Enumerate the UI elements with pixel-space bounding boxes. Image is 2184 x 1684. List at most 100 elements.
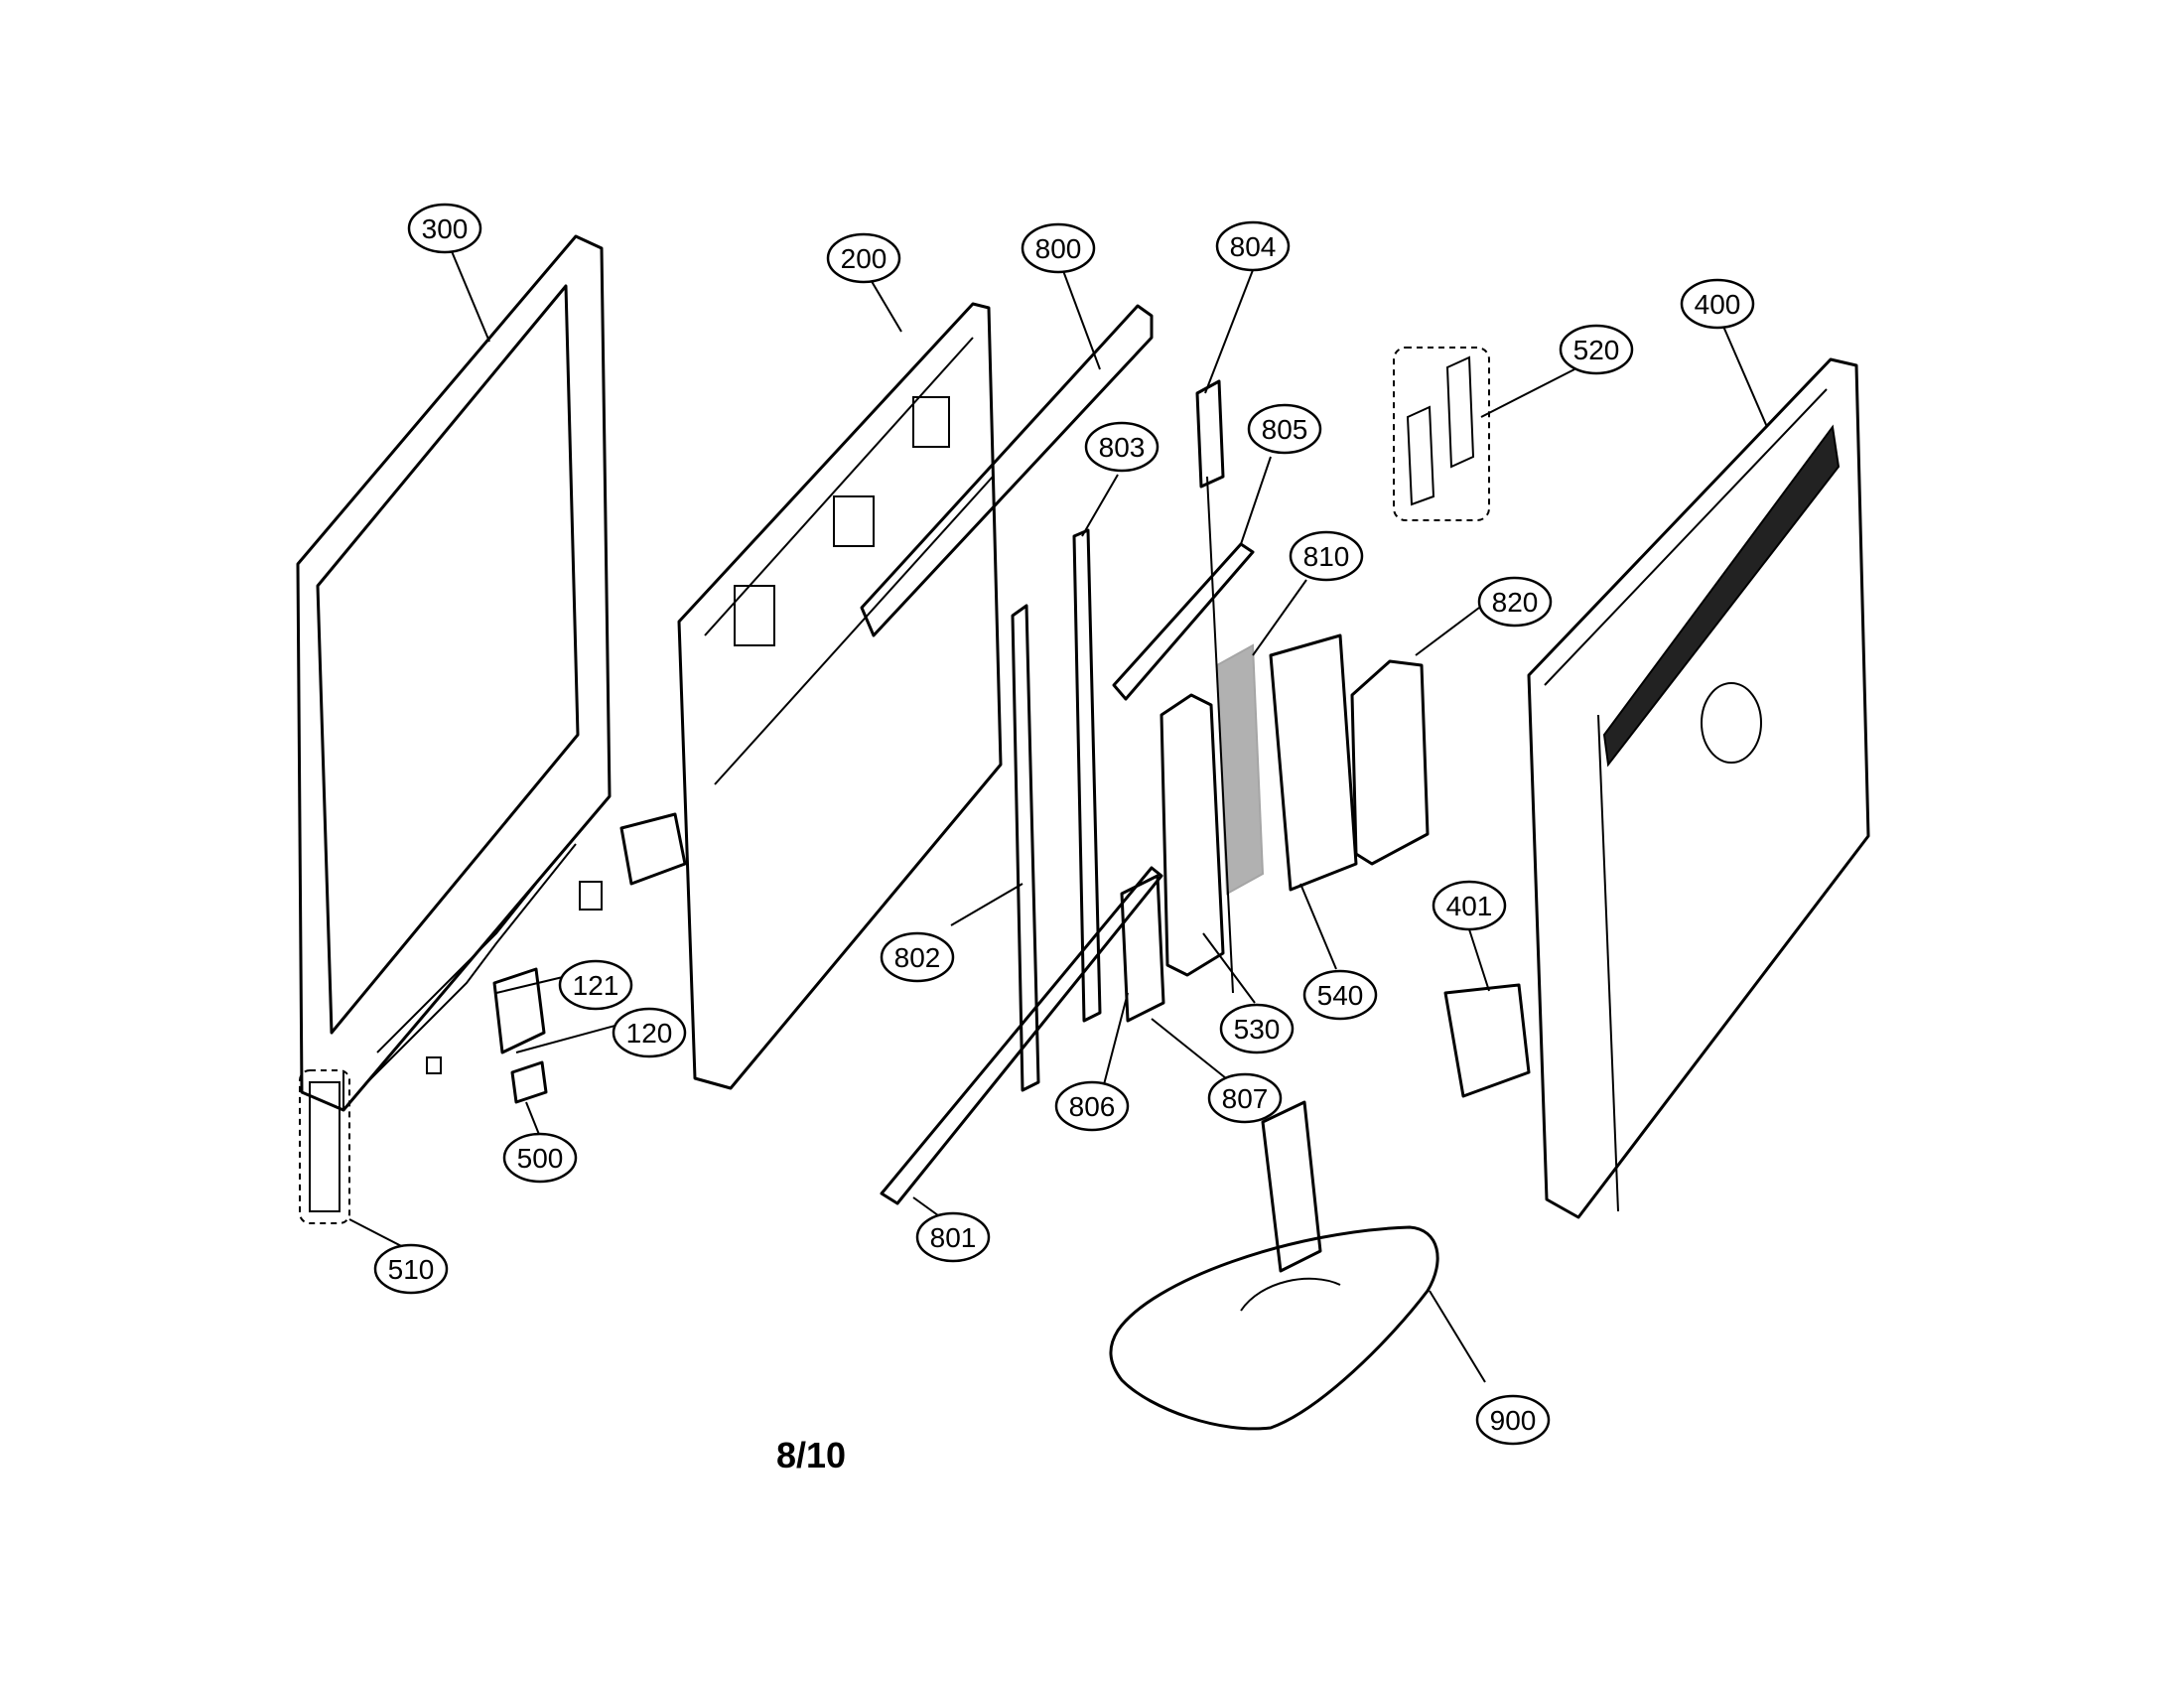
back-cover-part (1527, 357, 1870, 1219)
mount-brackets-part (1112, 379, 1255, 994)
leader-401 (1468, 928, 1490, 992)
circuit-boards-part (1160, 633, 1358, 977)
leader-807 (1151, 1018, 1232, 1083)
callout-802: 802 (880, 931, 955, 983)
page-number: 8/10 (776, 1435, 846, 1475)
callout-300: 300 (407, 203, 482, 254)
leader-520 (1480, 368, 1575, 418)
callout-120: 120 (612, 1007, 687, 1058)
stand-part (1109, 1100, 1439, 1431)
rear-shield-part (1350, 659, 1430, 866)
leader-803 (1081, 474, 1119, 537)
callout-510: 510 (373, 1243, 449, 1295)
callout-500: 500 (502, 1132, 578, 1184)
callout-number: 807 (1222, 1083, 1269, 1114)
callout-ellipse (558, 959, 633, 1011)
callout-ellipse (502, 1132, 578, 1184)
callout-labels: 300 200 800 804 520 400 803 805 810 820 401 802 530 5… (373, 203, 1755, 1446)
callout-ellipse (407, 203, 482, 254)
leader-200 (869, 277, 902, 333)
callout-number: 400 (1695, 289, 1741, 320)
callout-ellipse (826, 232, 901, 284)
leader-540 (1299, 883, 1337, 970)
callout-ellipse (1432, 880, 1507, 931)
front-bezel-part (296, 234, 612, 1112)
callout-ellipse (880, 931, 955, 983)
callout-ellipse (1054, 1080, 1130, 1132)
leader-400 (1720, 321, 1768, 428)
callout-number: 530 (1234, 1014, 1281, 1045)
leader-810 (1252, 579, 1307, 656)
top-bracket-part (860, 304, 1154, 637)
callout-801: 801 (915, 1211, 991, 1263)
callout-807: 807 (1207, 1072, 1283, 1124)
leader-lines (348, 243, 1768, 1383)
callout-ellipse (1477, 576, 1553, 628)
callout-ellipse (1289, 530, 1364, 582)
small-boards-part (1120, 874, 1165, 1023)
callout-number: 803 (1099, 432, 1146, 463)
callout-number: 802 (894, 942, 941, 973)
callout-ellipse (1084, 421, 1160, 473)
callout-number: 520 (1573, 335, 1620, 365)
callout-810: 810 (1289, 530, 1364, 582)
callout-number: 800 (1035, 233, 1082, 264)
callout-ellipse (1207, 1072, 1283, 1124)
callout-806: 806 (1054, 1080, 1130, 1132)
leader-800 (1061, 267, 1101, 370)
leader-806 (1101, 992, 1129, 1093)
cable-clip-part (1393, 347, 1490, 521)
callout-ellipse (1475, 1394, 1551, 1446)
callout-ellipse (1247, 403, 1322, 455)
callout-ellipse (1680, 278, 1755, 330)
leader-121 (495, 976, 564, 994)
lcd-panel-part (677, 302, 1003, 1090)
callout-ellipse (1021, 222, 1096, 274)
callout-401: 401 (1432, 880, 1507, 931)
callout-ellipse (1302, 969, 1378, 1021)
small-parts-group (426, 812, 687, 1104)
callout-805: 805 (1247, 403, 1322, 455)
callout-number: 810 (1303, 541, 1350, 572)
callout-ellipse (1559, 324, 1634, 375)
callout-200: 200 (826, 232, 901, 284)
callout-number: 820 (1492, 587, 1539, 618)
callout-ellipse (1219, 1003, 1295, 1054)
leader-805 (1240, 456, 1272, 545)
leader-820 (1415, 607, 1480, 656)
callout-ellipse (1215, 220, 1291, 272)
callout-number: 510 (388, 1254, 435, 1285)
callout-number: 300 (422, 213, 469, 244)
callout-121: 121 (558, 959, 633, 1011)
callout-804: 804 (1215, 220, 1291, 272)
leader-804 (1204, 269, 1254, 394)
callout-number: 806 (1069, 1091, 1116, 1122)
callout-530: 530 (1219, 1003, 1295, 1054)
callout-ellipse (915, 1211, 991, 1263)
side-bracket-part (1443, 983, 1531, 1098)
callout-number: 805 (1262, 414, 1308, 445)
callout-number: 801 (930, 1222, 977, 1253)
callout-800: 800 (1021, 222, 1096, 274)
side-keypad-part (299, 1069, 350, 1224)
callout-820: 820 (1477, 576, 1553, 628)
leader-300 (448, 243, 490, 343)
callout-number: 120 (626, 1018, 673, 1049)
callout-520: 520 (1559, 324, 1634, 375)
callout-900: 900 (1475, 1394, 1551, 1446)
leader-530 (1202, 932, 1256, 1004)
callout-ellipse (612, 1007, 687, 1058)
leader-802 (950, 883, 1024, 926)
callout-ellipse (373, 1243, 449, 1295)
callout-803: 803 (1084, 421, 1160, 473)
callout-number: 900 (1490, 1405, 1537, 1436)
callout-number: 804 (1230, 231, 1277, 262)
callout-400: 400 (1680, 278, 1755, 330)
callout-number: 500 (517, 1143, 564, 1174)
callout-number: 200 (841, 243, 887, 274)
callout-540: 540 (1302, 969, 1378, 1021)
callout-number: 401 (1446, 891, 1493, 921)
callout-number: 540 (1317, 980, 1364, 1011)
leader-900 (1429, 1290, 1486, 1383)
